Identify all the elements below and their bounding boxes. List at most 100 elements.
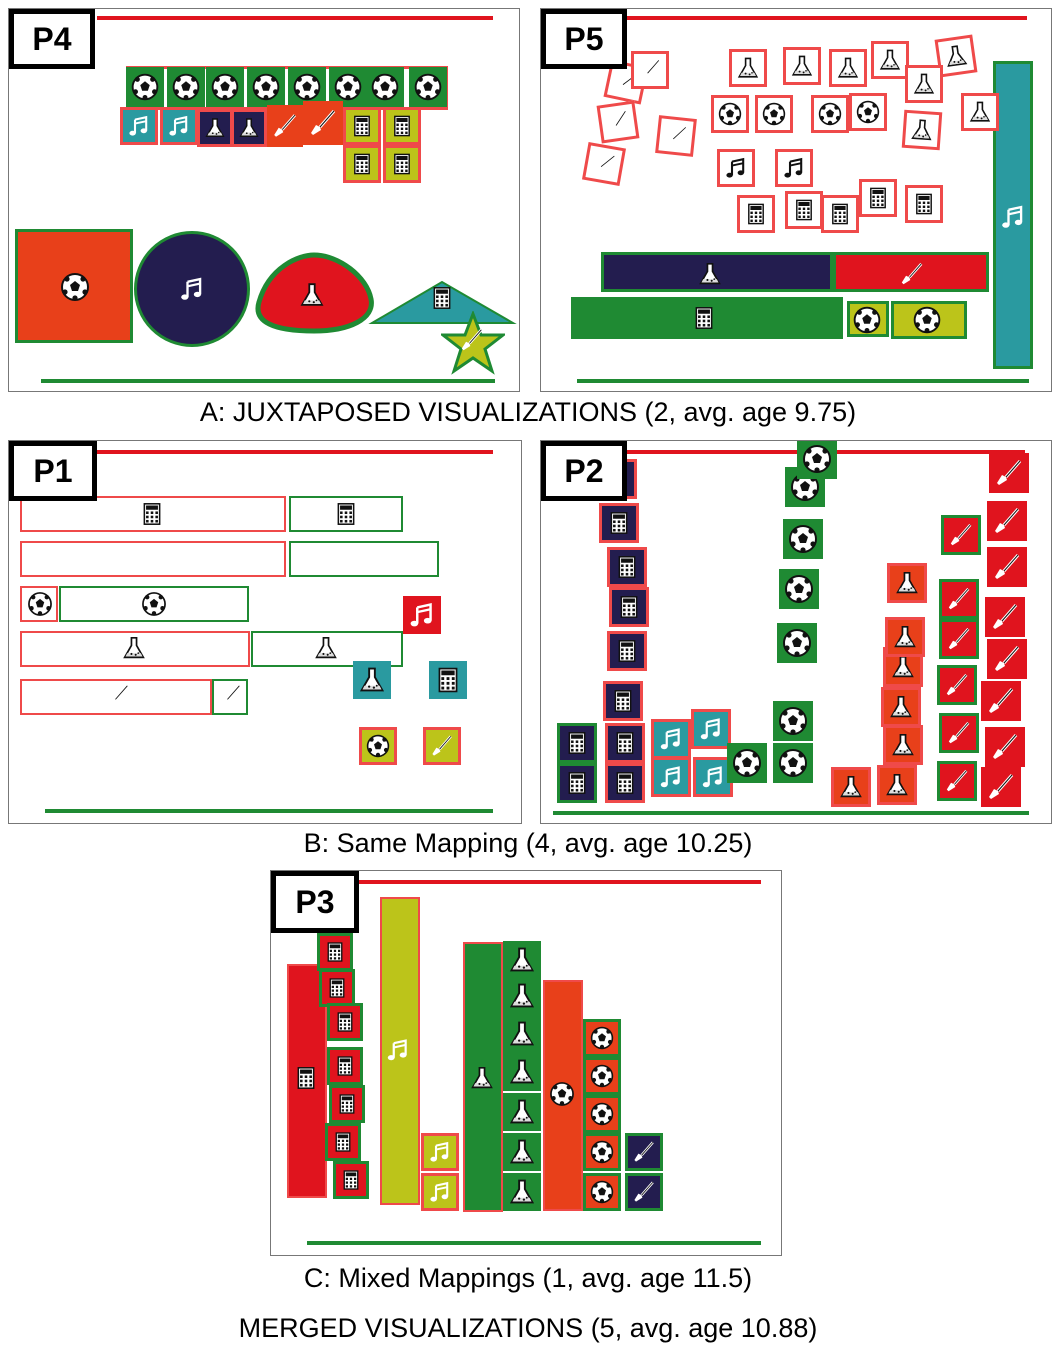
flask-icon bbox=[503, 1093, 541, 1131]
flask-icon bbox=[831, 767, 871, 807]
bottom-green-line bbox=[577, 379, 1029, 383]
soccer-ball-icon bbox=[137, 587, 171, 621]
paintbrush-icon bbox=[941, 515, 981, 555]
calculator-icon bbox=[329, 1085, 365, 1123]
paintbrush-icon bbox=[213, 679, 247, 713]
soccer-ball-icon bbox=[785, 467, 825, 507]
soccer-ball-icon bbox=[126, 67, 164, 107]
top-red-line bbox=[627, 16, 1027, 20]
music-note-icon bbox=[120, 107, 158, 145]
soccer-ball-icon bbox=[907, 301, 947, 339]
navy-circle-shape bbox=[134, 231, 250, 347]
music-note-icon bbox=[135, 541, 169, 575]
calculator-icon bbox=[327, 1003, 363, 1041]
red-bar-shape bbox=[833, 252, 989, 292]
soccer-ball-icon bbox=[55, 267, 95, 307]
soccer-ball-icon bbox=[583, 1133, 621, 1171]
soccer-ball-icon bbox=[849, 93, 887, 131]
panel-label-p5: P5 bbox=[541, 9, 627, 69]
soccer-ball-icon bbox=[779, 569, 819, 609]
music-note-icon bbox=[381, 1033, 415, 1067]
row-box-calculator bbox=[289, 496, 403, 532]
calculator-icon bbox=[605, 723, 645, 763]
music-note-icon bbox=[693, 757, 733, 797]
flask-icon bbox=[503, 1053, 541, 1091]
calculator-icon bbox=[605, 763, 645, 803]
soccer-ball-icon bbox=[811, 95, 849, 133]
soccer-ball-icon bbox=[366, 67, 404, 107]
flask-icon bbox=[887, 563, 927, 603]
bottom-green-line bbox=[45, 809, 493, 813]
calculator-icon bbox=[329, 497, 363, 531]
panel-label-p2: P2 bbox=[541, 441, 627, 501]
panel-label-p1: P1 bbox=[9, 441, 97, 501]
paintbrush-icon bbox=[985, 597, 1025, 637]
calculator-icon bbox=[859, 179, 897, 217]
paintbrush-icon bbox=[939, 579, 979, 619]
flask-icon bbox=[829, 49, 867, 87]
soccer-ball-icon bbox=[583, 1173, 621, 1211]
row-box-paintbrush bbox=[212, 679, 248, 715]
soccer-ball-icon bbox=[247, 67, 285, 107]
row-box-flask bbox=[20, 631, 250, 667]
soccer-ball-icon bbox=[783, 519, 823, 559]
soccer-ball-icon bbox=[409, 67, 447, 107]
music-note-icon bbox=[421, 1133, 459, 1171]
paintbrush-icon bbox=[987, 501, 1027, 541]
flask-icon bbox=[871, 41, 909, 79]
music-note-icon bbox=[691, 709, 731, 749]
panel-label-p4: P4 bbox=[9, 9, 95, 69]
music-note-icon bbox=[651, 719, 691, 759]
calculator-icon bbox=[317, 933, 353, 971]
music-note-icon bbox=[651, 757, 691, 797]
calculator-icon bbox=[609, 587, 649, 627]
paintbrush-icon bbox=[937, 665, 977, 705]
calculator-icon bbox=[607, 547, 647, 587]
soccer-ball-icon bbox=[711, 95, 749, 133]
panel-label-p3: P3 bbox=[271, 871, 359, 933]
soccer-ball-icon bbox=[773, 743, 813, 783]
top-red-line bbox=[97, 16, 493, 20]
music-note-icon bbox=[717, 149, 755, 187]
caption-merged: MERGED VISUALIZATIONS (5, avg. age 10.88… bbox=[238, 1313, 818, 1343]
soccer-ball-icon bbox=[755, 95, 793, 133]
calculator-icon bbox=[383, 145, 421, 183]
panel-p2: P2 bbox=[540, 440, 1052, 824]
row-box-calculator bbox=[20, 496, 286, 532]
flask-icon bbox=[231, 109, 267, 147]
row-box-soccer bbox=[59, 586, 249, 622]
soccer-ball-icon bbox=[583, 1019, 621, 1057]
flask-icon bbox=[503, 1173, 541, 1211]
flask-icon bbox=[961, 93, 999, 131]
soccer-ball-icon bbox=[773, 701, 813, 741]
music-note-icon bbox=[343, 541, 377, 575]
paintbrush-icon bbox=[989, 453, 1029, 493]
flask-icon bbox=[503, 941, 541, 979]
calculator-icon bbox=[905, 185, 943, 223]
flask-icon bbox=[503, 977, 541, 1015]
top-red-line bbox=[359, 880, 761, 884]
teal-tall-bar-shape bbox=[993, 61, 1033, 369]
calculator-icon bbox=[135, 497, 169, 531]
paintbrush-icon bbox=[625, 1133, 663, 1171]
olive-bar-shape bbox=[380, 897, 420, 1205]
music-note-icon bbox=[403, 596, 441, 634]
soccer-ball-icon bbox=[797, 441, 837, 479]
calculator-icon bbox=[821, 195, 859, 233]
calculator-icon bbox=[325, 1123, 361, 1161]
paintbrush-icon bbox=[303, 101, 343, 145]
row-box-flask bbox=[251, 631, 403, 667]
flask-icon bbox=[905, 65, 943, 103]
soccer-ball-icon bbox=[583, 1057, 621, 1095]
flask-icon bbox=[934, 34, 978, 78]
paintbrush-icon bbox=[939, 713, 979, 753]
soccer-ball-icon bbox=[359, 727, 397, 765]
calculator-icon bbox=[425, 281, 459, 315]
soccer-ball-icon bbox=[545, 1077, 579, 1111]
flask-icon bbox=[353, 661, 391, 699]
flask-icon bbox=[881, 687, 921, 727]
soccer-ball-icon bbox=[777, 623, 817, 663]
paintbrush-icon bbox=[895, 257, 929, 291]
calculator-icon bbox=[557, 763, 597, 803]
paintbrush-icon bbox=[625, 1173, 663, 1211]
